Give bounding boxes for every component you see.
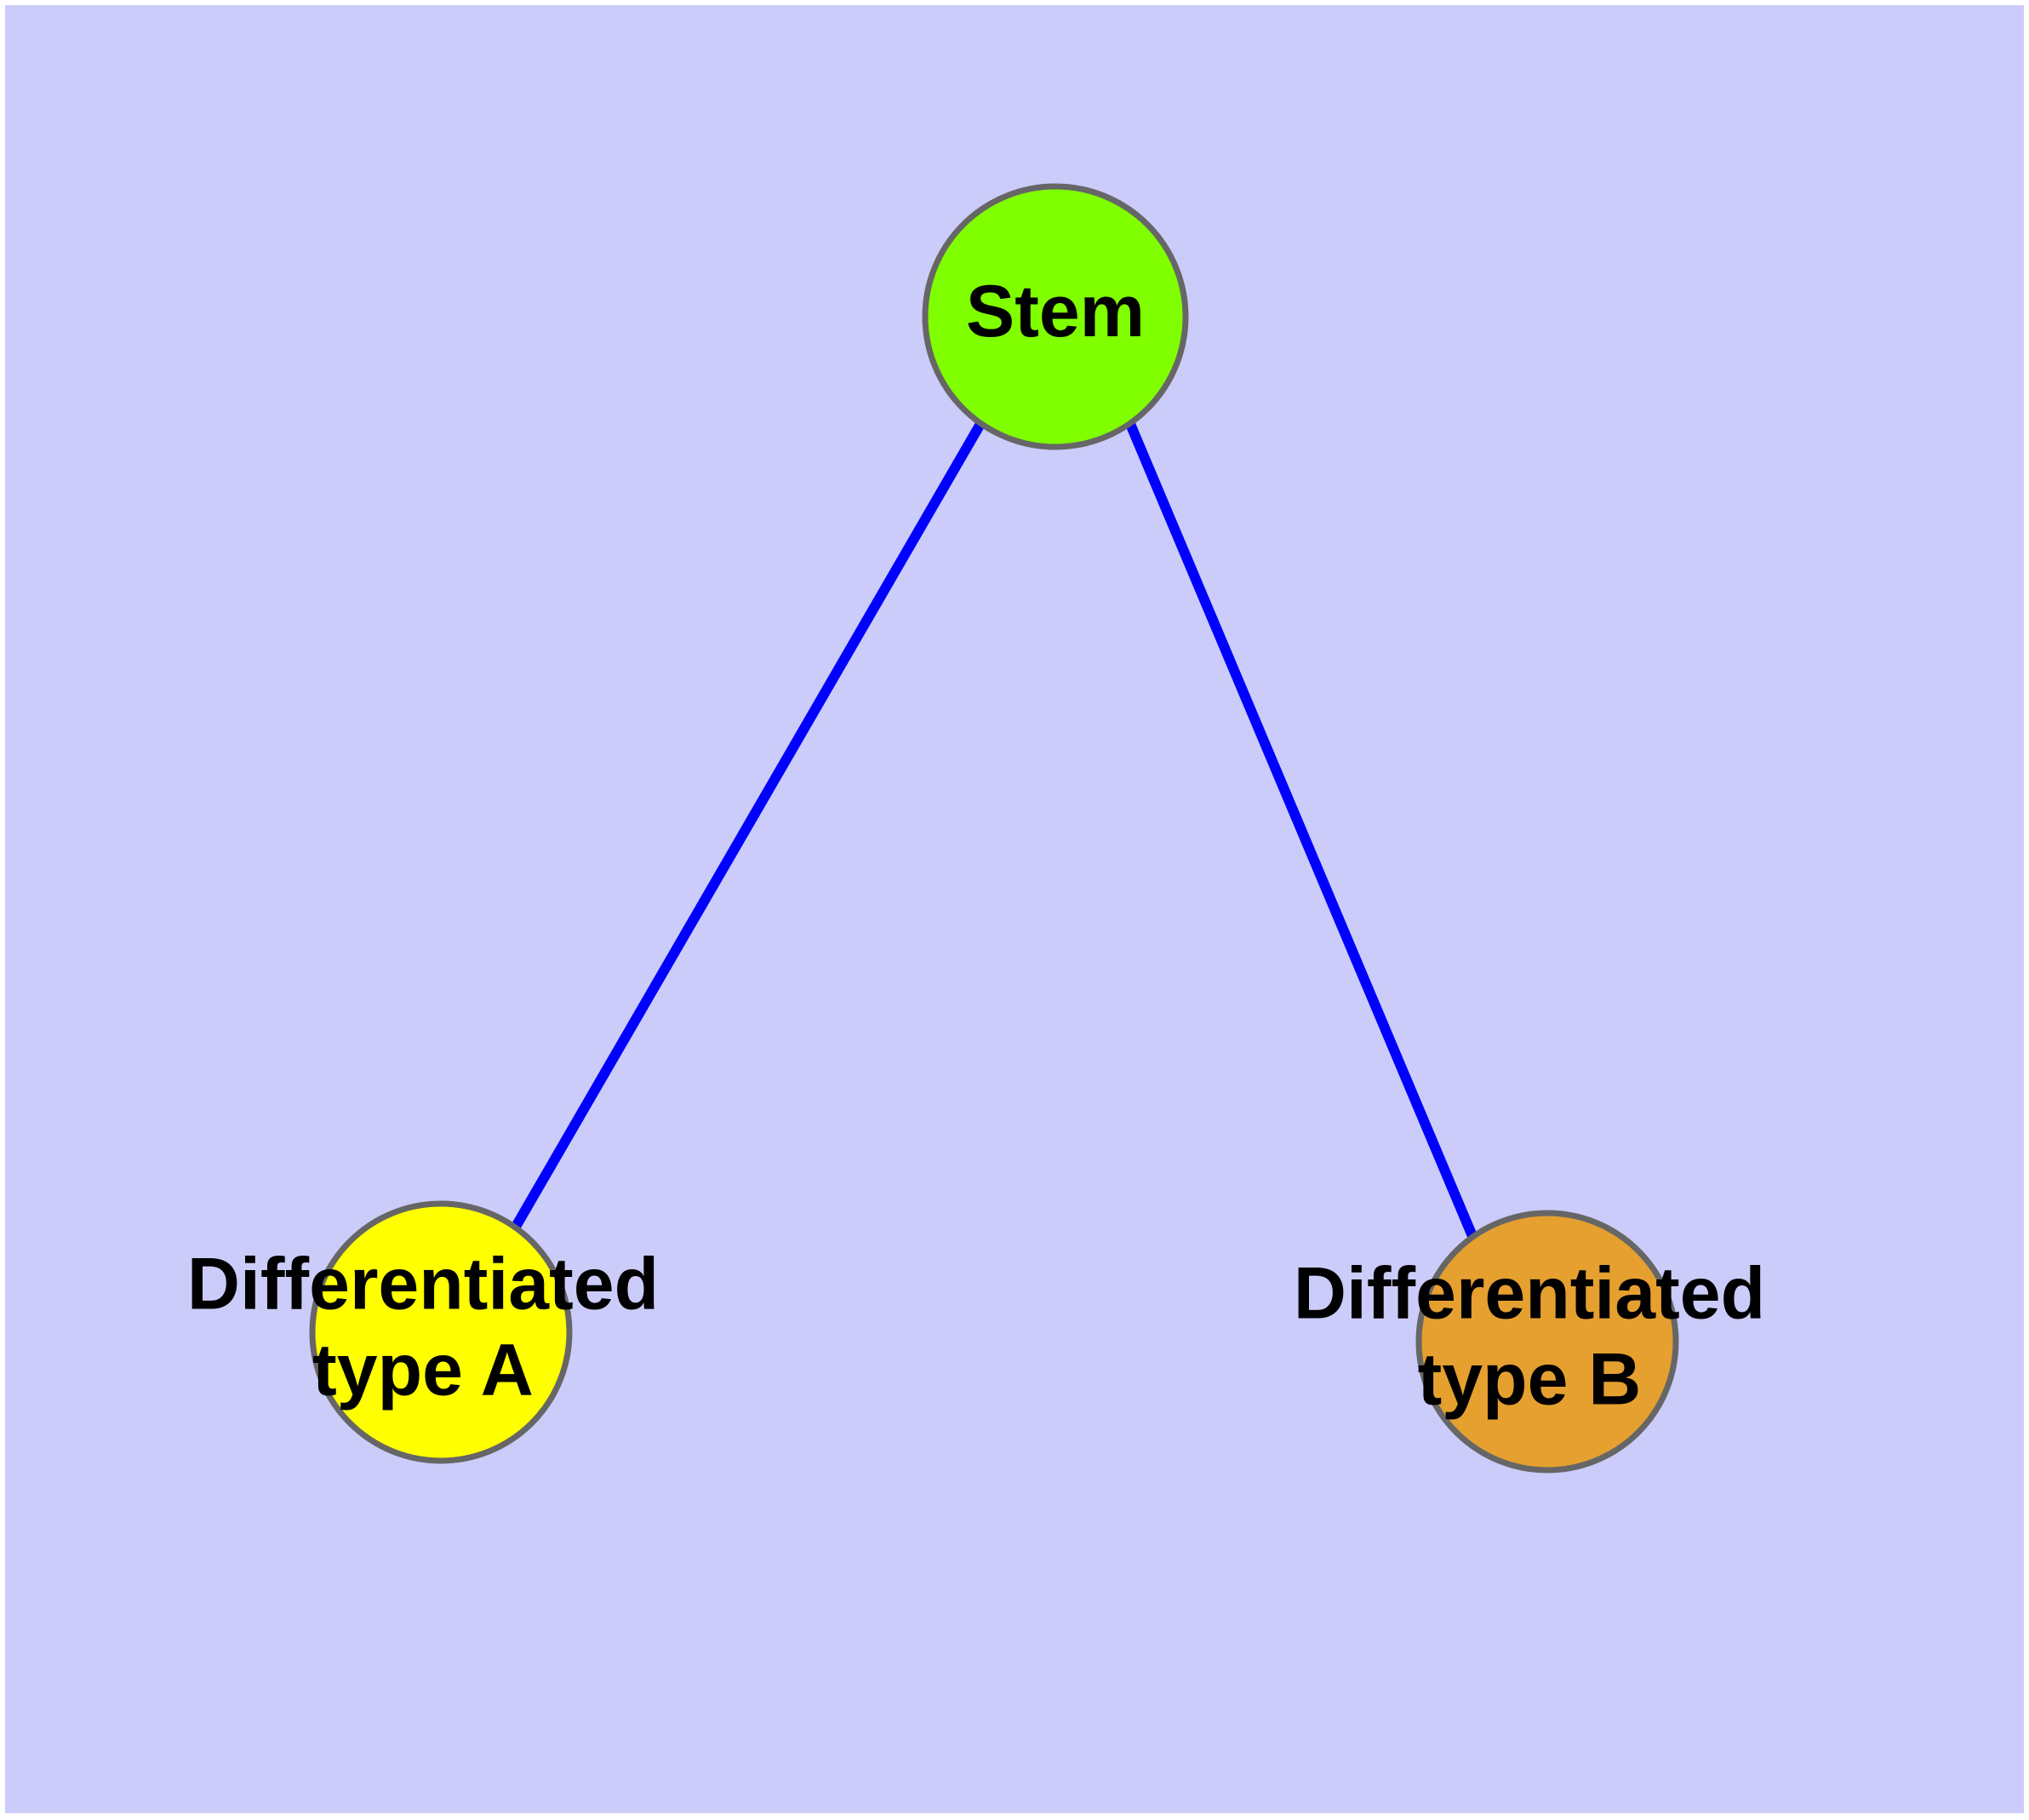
node-circle-diff-a[interactable] [309,1200,573,1464]
node-label-stem: Stem [966,271,1145,352]
node-label-line: type B [1418,1338,1642,1420]
edge-stem-to-diff-b [1125,421,1477,1239]
node-label-line: Stem [966,271,1145,352]
nodes-layer [309,183,1679,1474]
node-circle-diff-b[interactable] [1415,1210,1679,1474]
edges-layer [511,421,1477,1239]
node-label-line: Differentiated [1294,1252,1765,1334]
node-label-line: type A [312,1329,534,1411]
node-label-line: Differentiated [187,1243,659,1325]
edge-stem-to-diff-a [511,421,986,1230]
node-circle-stem[interactable] [922,183,1189,450]
